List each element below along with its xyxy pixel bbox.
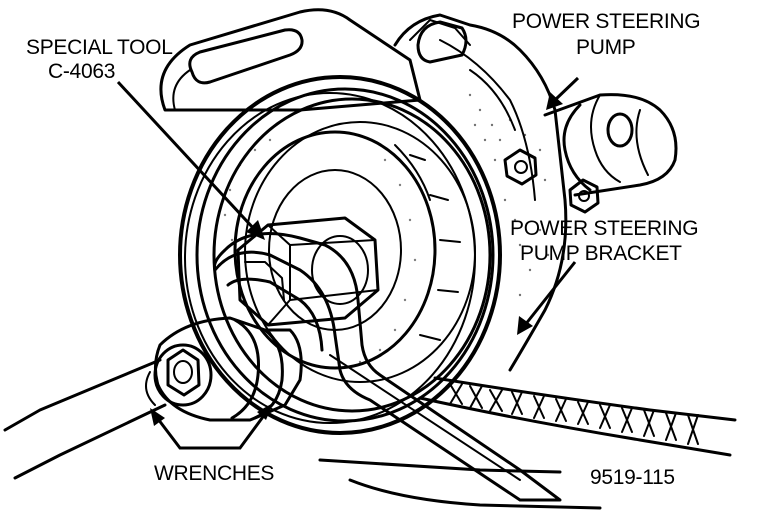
drive-belt (318, 376, 737, 510)
label-wrenches: WRENCHES (154, 462, 274, 485)
leader-pump (546, 76, 580, 110)
label-special-tool-line2: C-4063 (48, 60, 115, 83)
leader-wrenches (150, 403, 273, 450)
pump-outlet-fitting (543, 93, 678, 197)
leader-special-tool (116, 80, 265, 240)
figure-id: 9519-115 (590, 466, 675, 489)
socket-wrench (3, 316, 303, 480)
special-tool-c4063 (236, 216, 380, 327)
power-steering-pump-body (393, 13, 600, 372)
box-end-wrench (213, 232, 562, 502)
label-bracket-line2: PUMP BRACKET (520, 242, 682, 265)
label-bracket-line1: POWER STEERING (510, 217, 698, 240)
leader-bracket (517, 261, 577, 335)
label-special-tool-line1: SPECIAL TOOL (26, 36, 173, 59)
label-pump-line1: POWER STEERING (512, 10, 700, 33)
pump-pulley (178, 75, 502, 435)
label-pump-line2: PUMP (576, 36, 635, 59)
bracket-arm (159, 8, 422, 112)
